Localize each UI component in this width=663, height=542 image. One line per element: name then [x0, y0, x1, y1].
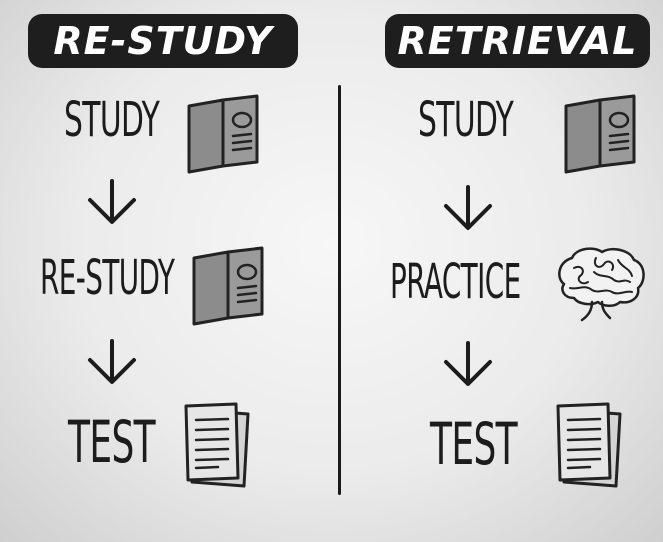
book-icon — [192, 246, 264, 326]
left-step-restudy-label: RE-STUDY — [40, 250, 175, 306]
left-step-test-label: TEST — [68, 408, 156, 476]
left-arrow-2-icon — [88, 339, 136, 384]
document-icon — [556, 402, 622, 488]
right-step-practice-label: PRACTICE — [390, 254, 521, 310]
left-step-study-label: STUDY — [64, 92, 160, 148]
book-icon — [187, 94, 259, 174]
re-study-header: RE-STUDY — [28, 14, 298, 68]
right-arrow-2-icon — [444, 341, 492, 386]
brain-icon — [558, 247, 645, 322]
right-step-study-label: STUDY — [418, 92, 514, 148]
left-arrow-1-icon — [88, 179, 136, 224]
book-icon — [564, 94, 636, 174]
right-arrow-1-icon — [444, 185, 492, 230]
right-step-test-label: TEST — [430, 410, 518, 478]
retrieval-header: RETRIEVAL — [385, 14, 650, 68]
document-icon — [184, 402, 250, 488]
column-divider — [338, 85, 341, 495]
